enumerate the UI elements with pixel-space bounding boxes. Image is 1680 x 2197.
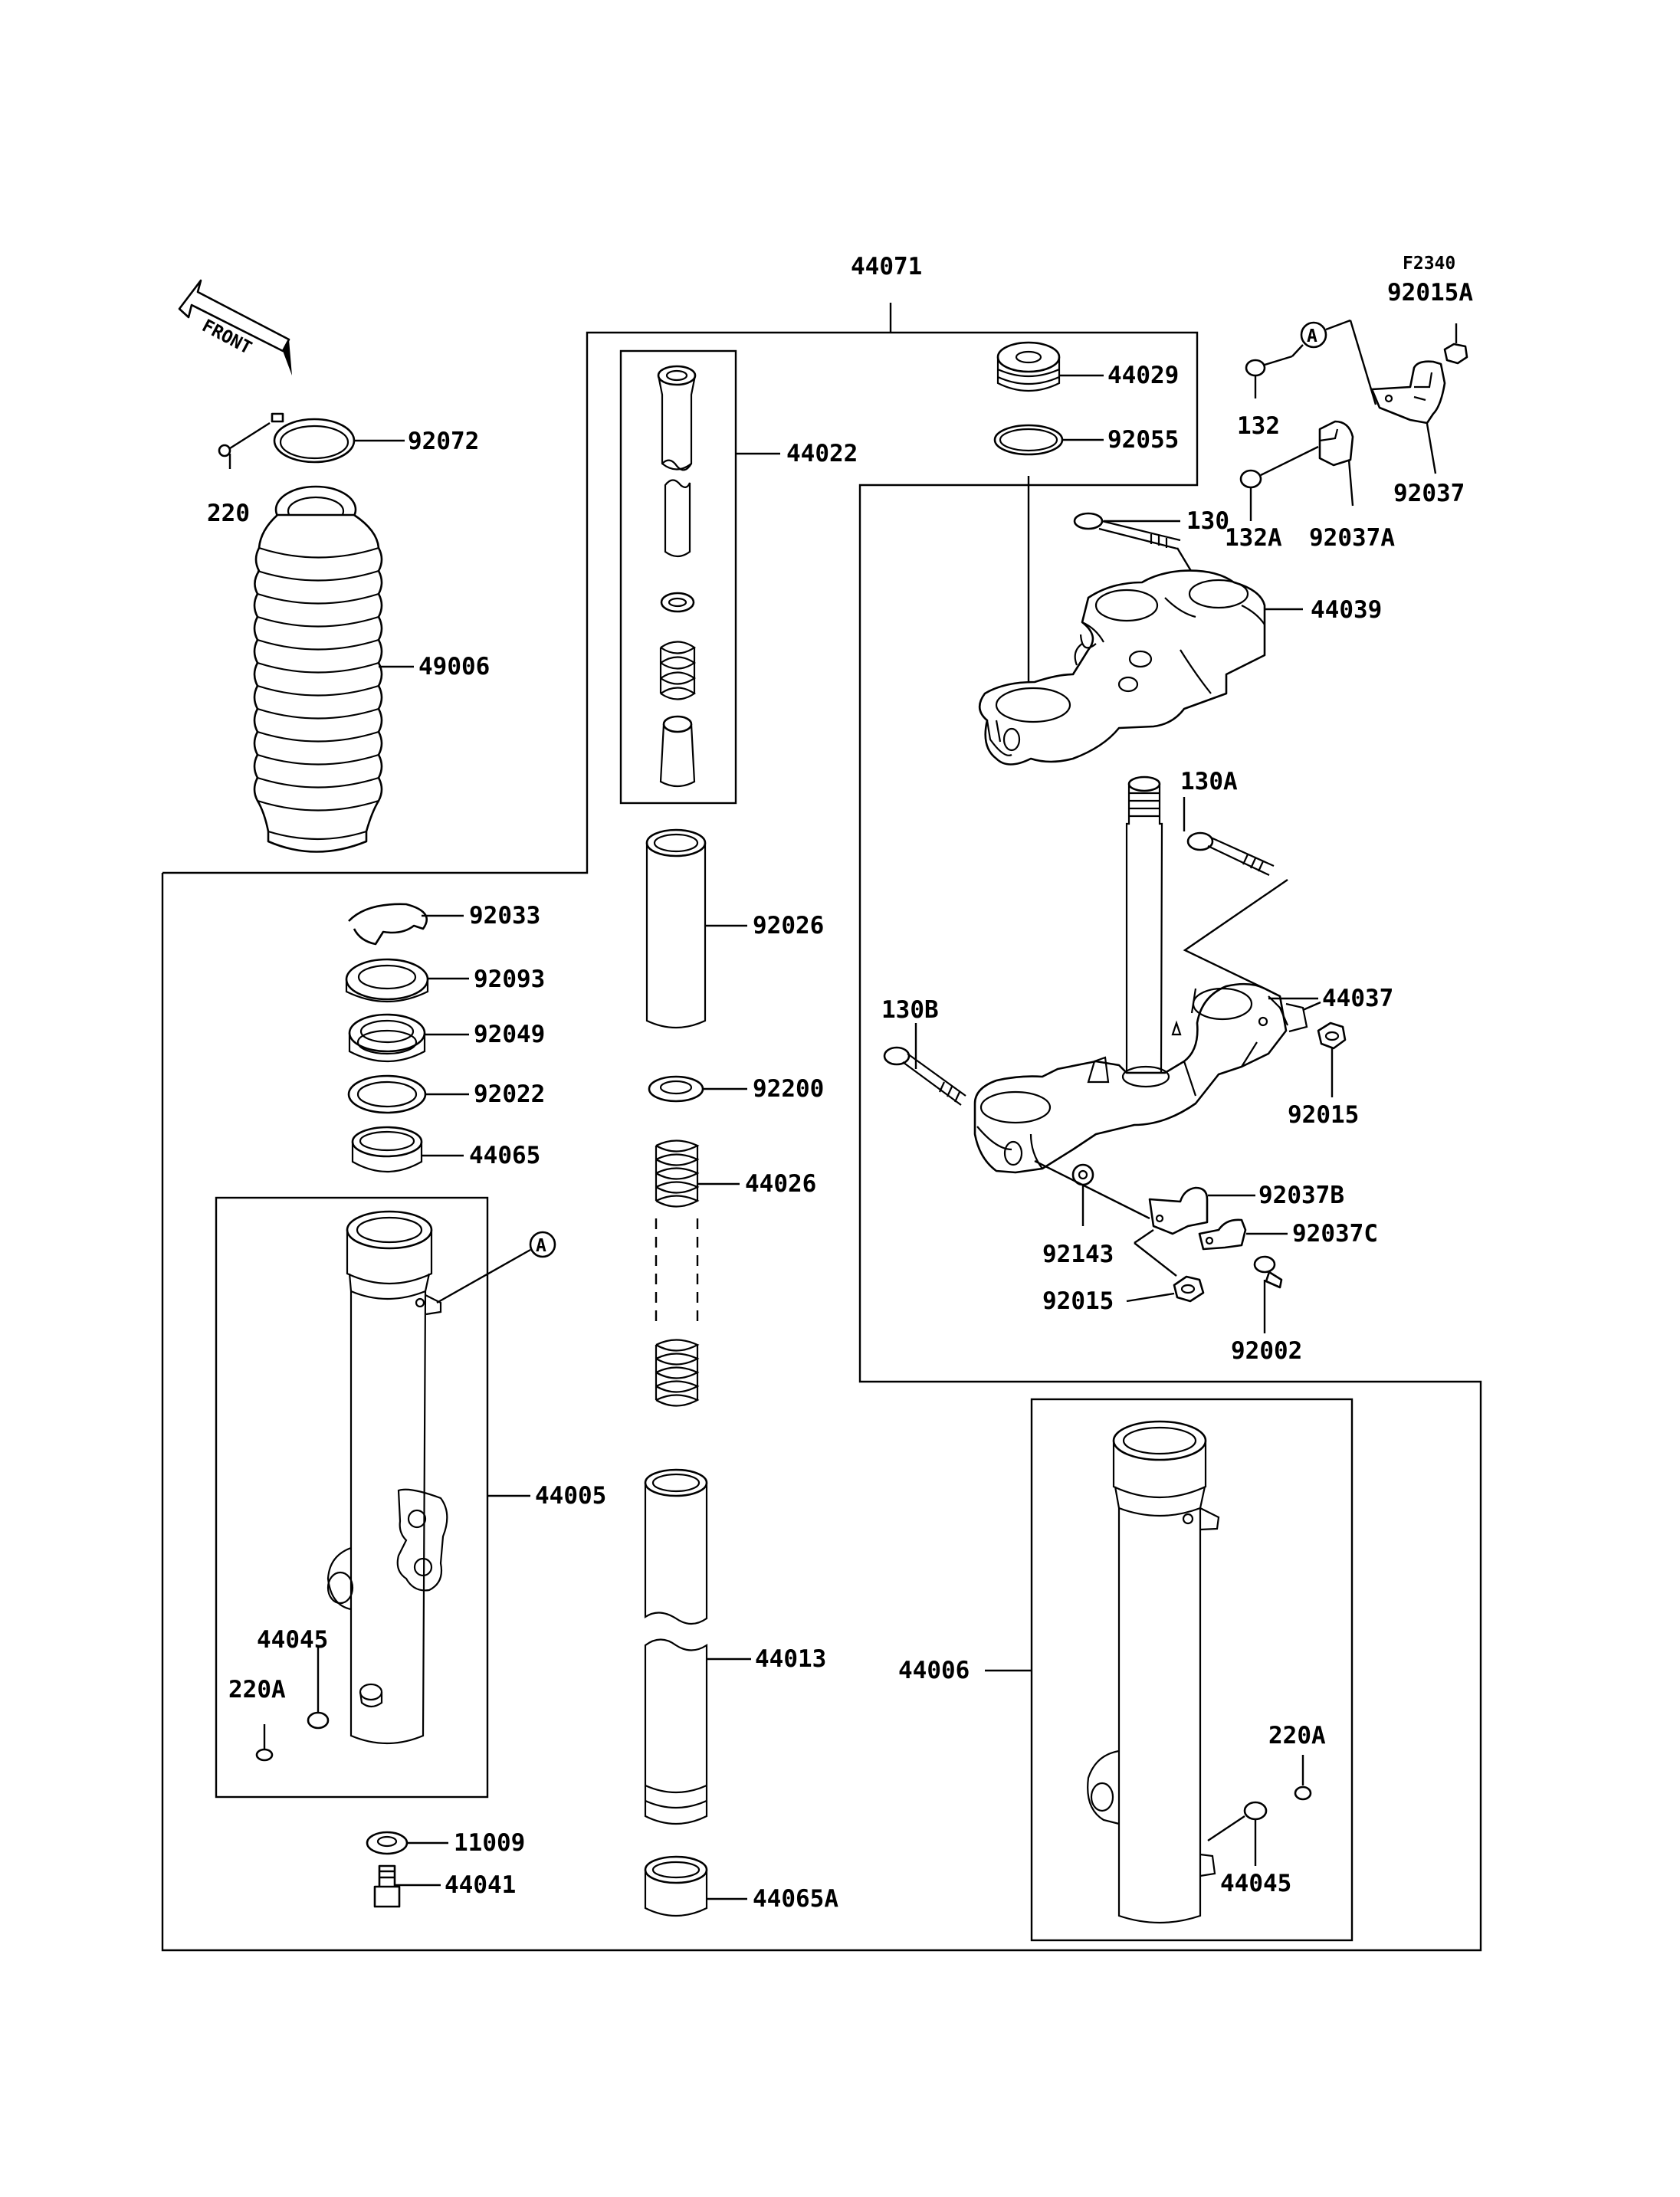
label-92143: 92143 bbox=[1042, 1241, 1114, 1268]
bracket-92037C-part bbox=[1198, 1218, 1288, 1251]
label-44029: 44029 bbox=[1107, 362, 1179, 389]
left-outer-tube-subbox bbox=[215, 1196, 489, 1799]
spacer-tube-part bbox=[645, 828, 707, 1029]
washer-11009-part bbox=[366, 1831, 409, 1855]
label-44041: 44041 bbox=[445, 1871, 516, 1899]
bolt-44041-part bbox=[373, 1864, 401, 1908]
bracket-92037A-part bbox=[1318, 420, 1354, 507]
ref-marker-a-left-text: A bbox=[536, 1236, 546, 1256]
label-92037: 92037 bbox=[1393, 480, 1465, 507]
label-44045: 44045 bbox=[257, 1626, 328, 1654]
washer-92022-part bbox=[347, 1074, 427, 1114]
screw-220-part bbox=[218, 421, 271, 457]
ref-marker-a-top bbox=[1300, 321, 1327, 349]
steering-stem-44037-part bbox=[973, 776, 1308, 1174]
label-44065A: 44065A bbox=[753, 1885, 838, 1913]
label-92022: 92022 bbox=[474, 1080, 545, 1108]
label-44005: 44005 bbox=[535, 1482, 606, 1510]
label-130: 130 bbox=[1186, 507, 1229, 535]
leader-lines bbox=[228, 303, 1318, 1900]
bolt-130A-part bbox=[1183, 797, 1288, 990]
fork-spring-part bbox=[655, 1139, 700, 1407]
screw-220A-left-part bbox=[255, 1724, 274, 1762]
boot-clamp-part bbox=[271, 412, 356, 464]
bolt-130B-part bbox=[883, 1023, 966, 1106]
ref-a-top-line bbox=[1325, 319, 1351, 331]
bolt-92002-part bbox=[1253, 1255, 1283, 1333]
left-outer-tube-part bbox=[326, 1210, 448, 1745]
circlip-part bbox=[348, 903, 428, 946]
label-44045-right: 44045 bbox=[1220, 1870, 1291, 1897]
bolt-132A-part bbox=[1239, 445, 1319, 521]
label-132: 132 bbox=[1237, 412, 1280, 440]
label-92200: 92200 bbox=[753, 1075, 824, 1103]
nut-92015-lower-part bbox=[1126, 1275, 1205, 1303]
bracket-92037-part bbox=[1370, 360, 1446, 474]
label-92055: 92055 bbox=[1107, 426, 1179, 454]
label-44026: 44026 bbox=[745, 1170, 816, 1198]
bushing-44065A-part bbox=[644, 1855, 708, 1917]
inner-tube-part bbox=[644, 1468, 708, 1825]
label-220A: 220A bbox=[228, 1676, 286, 1703]
label-92026: 92026 bbox=[753, 912, 824, 939]
assembly-outline bbox=[161, 305, 1482, 1952]
label-diagram-code: F2340 bbox=[1403, 254, 1455, 274]
right-outer-tube-subbox bbox=[1030, 1398, 1354, 1942]
label-44006: 44006 bbox=[898, 1657, 970, 1684]
label-132A: 132A bbox=[1225, 524, 1282, 552]
label-130B: 130B bbox=[881, 996, 939, 1024]
label-92015-lower: 92015 bbox=[1042, 1287, 1114, 1315]
label-220: 220 bbox=[207, 500, 250, 527]
washer-92200-part bbox=[648, 1075, 704, 1103]
label-130A: 130A bbox=[1180, 768, 1238, 795]
upper-clamp-44039-part bbox=[978, 569, 1266, 766]
screw-220A-right-part bbox=[1294, 1755, 1312, 1801]
label-44071: 44071 bbox=[851, 253, 922, 280]
label-92049: 92049 bbox=[474, 1021, 545, 1048]
front-arrow-icon: FRONT bbox=[178, 279, 292, 375]
nut-92015-part bbox=[1302, 1001, 1347, 1097]
label-92015: 92015 bbox=[1288, 1101, 1359, 1129]
cartridge-subbox bbox=[619, 349, 737, 805]
bolt-132-part bbox=[1245, 344, 1304, 398]
bracket-92037B-part bbox=[1034, 1159, 1255, 1277]
label-92093: 92093 bbox=[474, 966, 545, 993]
washer-44045-left-part bbox=[307, 1711, 330, 1730]
o-ring-part bbox=[993, 424, 1064, 456]
label-92072: 92072 bbox=[408, 428, 479, 455]
label-44039: 44039 bbox=[1311, 596, 1382, 624]
label-49006: 49006 bbox=[418, 653, 490, 680]
ref-marker-a-top-text: A bbox=[1307, 326, 1317, 346]
bolt-130-part bbox=[1073, 512, 1197, 579]
label-92037C: 92037C bbox=[1292, 1220, 1378, 1248]
label-220A-right: 220A bbox=[1268, 1722, 1326, 1749]
label-44037: 44037 bbox=[1322, 985, 1393, 1012]
bushing-44065-part bbox=[351, 1126, 423, 1173]
label-44022: 44022 bbox=[786, 440, 858, 467]
cartridge-44022-part bbox=[657, 365, 697, 788]
fork-cap-part bbox=[996, 341, 1061, 392]
fork-boot-part bbox=[253, 485, 383, 853]
ref-marker-a-left bbox=[529, 1231, 556, 1258]
label-44065: 44065 bbox=[469, 1142, 540, 1169]
nut-92015A-part bbox=[1443, 323, 1468, 365]
label-92015A: 92015A bbox=[1387, 279, 1473, 307]
right-outer-tube-part bbox=[1087, 1420, 1220, 1924]
ref-a-left-line bbox=[436, 1248, 531, 1304]
washer-92143-part bbox=[1071, 1163, 1094, 1226]
label-44013: 44013 bbox=[755, 1645, 826, 1673]
label-11009: 11009 bbox=[454, 1829, 525, 1857]
label-92037B: 92037B bbox=[1258, 1182, 1344, 1209]
label-92033: 92033 bbox=[469, 902, 540, 930]
label-92037A: 92037A bbox=[1309, 524, 1395, 552]
label-92002: 92002 bbox=[1231, 1337, 1302, 1365]
washer-44045-right-part bbox=[1207, 1801, 1268, 1866]
oil-seal-part bbox=[348, 1013, 426, 1062]
dust-seal-part bbox=[345, 958, 429, 1002]
